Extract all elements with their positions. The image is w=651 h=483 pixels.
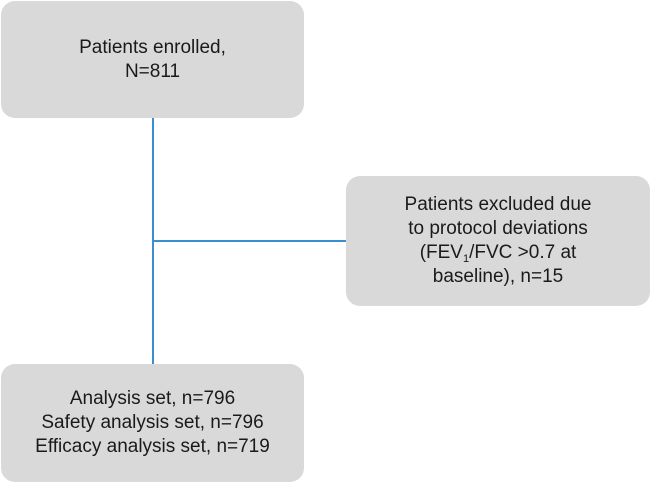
excluded-line-1: Patients excluded due bbox=[404, 194, 592, 215]
excluded-line-3: (FEV1/FVC >0.7 at bbox=[420, 241, 577, 265]
analysis-line-2: Safety analysis set, n=796 bbox=[41, 412, 264, 433]
excluded-line-3-pre: (FEV bbox=[419, 242, 463, 263]
analysis-line-3: Efficacy analysis set, n=719 bbox=[35, 436, 270, 457]
excluded-line-3-post: /FVC >0.7 at bbox=[469, 242, 577, 263]
analysis-line-1: Analysis set, n=796 bbox=[69, 388, 236, 409]
excluded-line-2: to protocol deviations bbox=[408, 218, 588, 239]
excluded-box: Patients excluded due to protocol deviat… bbox=[346, 176, 650, 306]
excluded-line-4: baseline), n=15 bbox=[432, 266, 564, 287]
enrolled-box: Patients enrolled, N=811 bbox=[1, 1, 304, 118]
enrolled-line-1: Patients enrolled, bbox=[79, 36, 226, 58]
analysis-box: Analysis set, n=796 Safety analysis set,… bbox=[1, 364, 304, 482]
enrolled-line-2: N=811 bbox=[124, 60, 181, 82]
connector-horizontal-line bbox=[152, 240, 346, 242]
excluded-line-3-subscript: 1 bbox=[462, 253, 470, 265]
